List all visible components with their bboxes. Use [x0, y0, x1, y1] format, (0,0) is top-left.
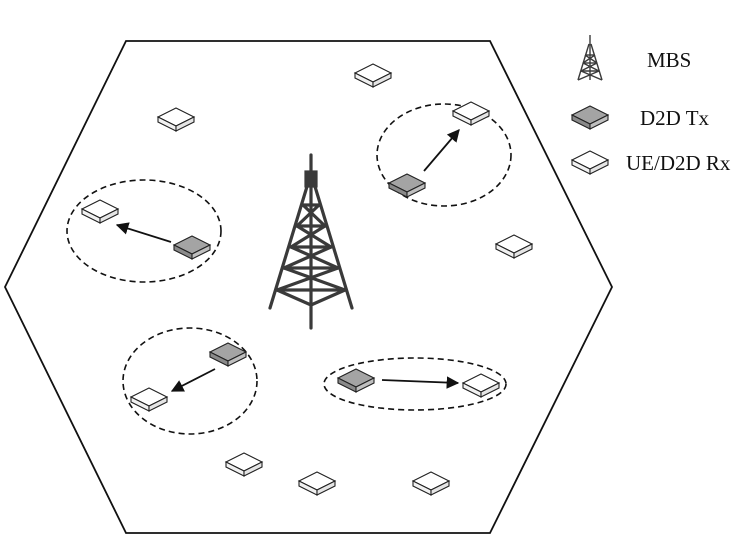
d2d-link-arrow	[115, 222, 172, 243]
ue-device-icon	[157, 107, 195, 132]
legend-ue-device-icon	[571, 150, 609, 175]
ue-device-icon	[225, 452, 263, 477]
legend-d2d-tx-device-icon	[571, 105, 609, 130]
d2d-link-arrow	[381, 376, 460, 389]
d2d-tx-device-icon	[388, 173, 426, 198]
ue-device-icon	[81, 199, 119, 224]
d2d-pair-bottom-left	[122, 327, 258, 435]
d2d-cluster-ellipse	[376, 103, 512, 207]
d2d-cluster-ellipse	[323, 357, 507, 411]
ue-device-icon	[298, 471, 336, 496]
legend-mbs-tower-icon	[577, 35, 603, 81]
d2d-cluster-ellipse	[66, 179, 222, 283]
legend-ue-rx-label: UE/D2D Rx	[626, 151, 731, 175]
d2d-pair-top-right	[376, 101, 512, 207]
d2d-cluster-ellipse	[122, 327, 258, 435]
ue-device-icon	[495, 234, 533, 259]
ue-device-icon	[462, 373, 500, 398]
d2d-pair-left	[66, 179, 222, 283]
legend: MBS D2D Tx UE/D2D Rx	[571, 35, 731, 175]
cell-boundary-hexagon	[3, 40, 614, 534]
legend-mbs-label: MBS	[647, 48, 691, 72]
ue-device-icon	[354, 63, 392, 88]
d2d-link-arrow	[170, 368, 216, 392]
d2d-tx-device-icon	[173, 235, 211, 260]
mbs-tower-icon	[268, 153, 354, 330]
d2d-pair-bottom-right	[323, 357, 507, 411]
d2d-tx-device-icon	[209, 342, 247, 367]
d2d-tx-device-icon	[337, 368, 375, 393]
ue-device-icon	[130, 387, 168, 412]
ue-device-icon	[412, 471, 450, 496]
d2d-link-arrow	[423, 129, 460, 172]
legend-d2d-tx-label: D2D Tx	[640, 106, 710, 130]
